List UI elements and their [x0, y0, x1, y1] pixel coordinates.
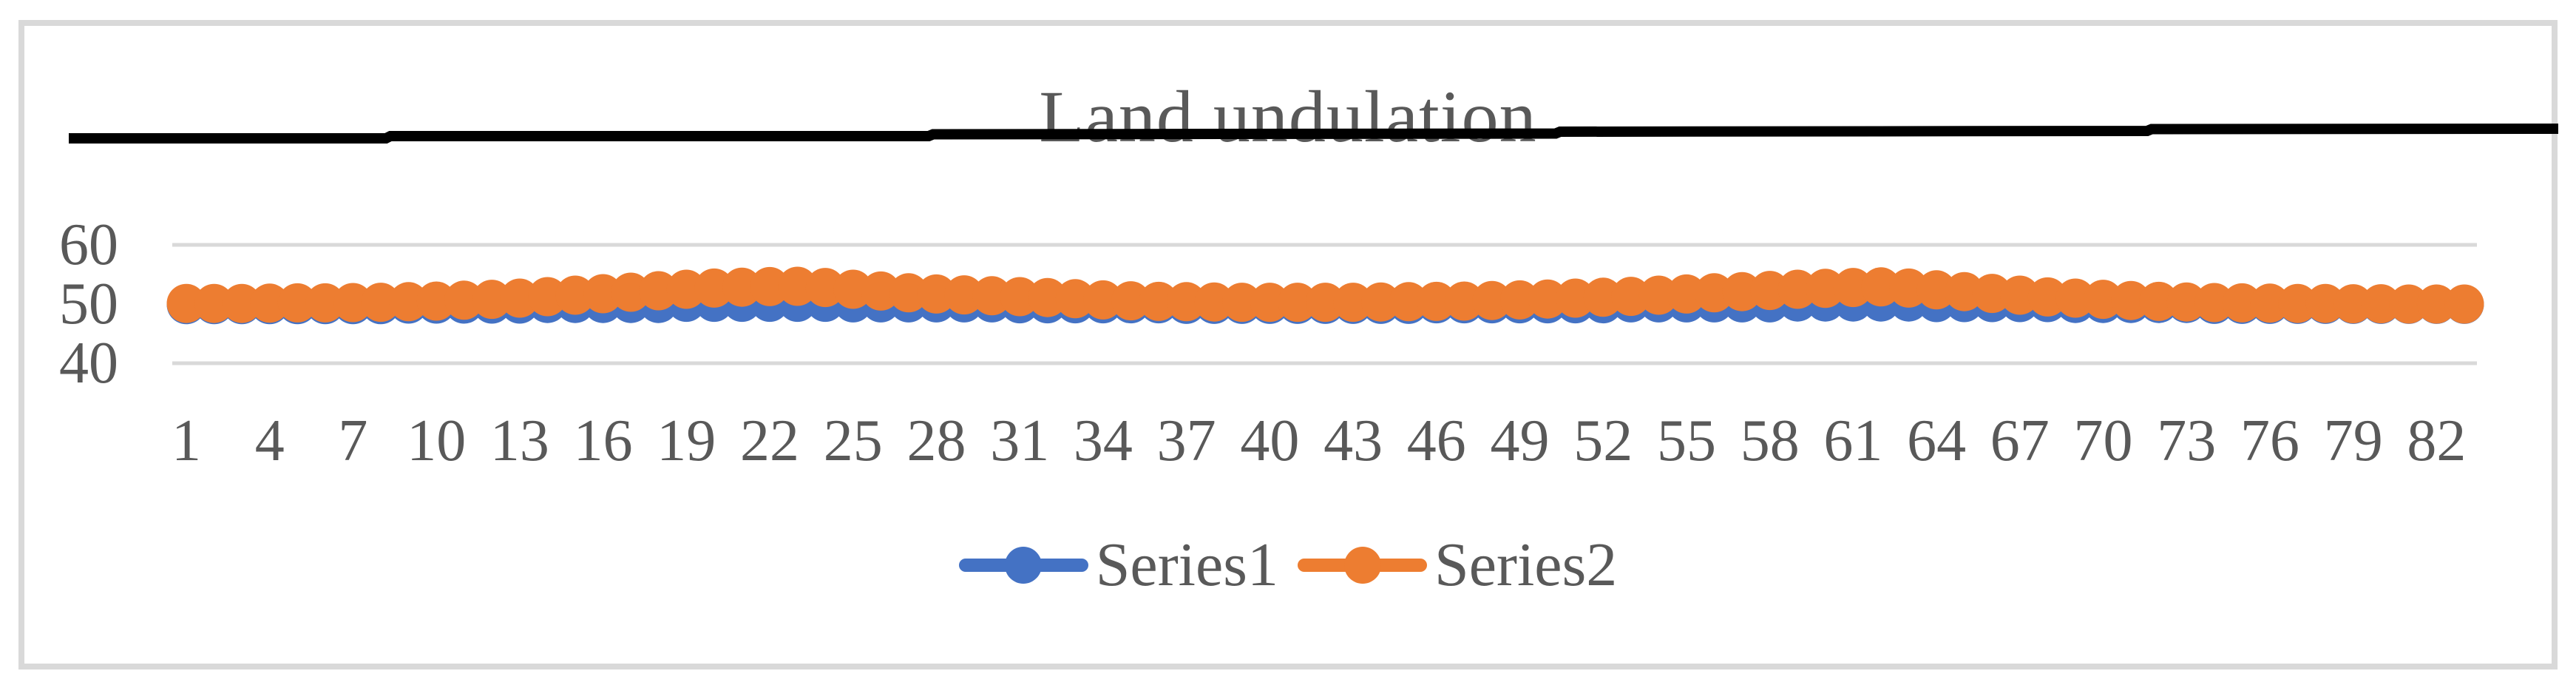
x-tick-label-37: 37 — [1156, 408, 1216, 473]
legend-marker-icon-series1 — [958, 547, 1088, 584]
x-tick-label-64: 64 — [1907, 408, 1967, 473]
x-tick-label-31: 31 — [990, 408, 1050, 473]
x-tick-label-67: 67 — [1990, 408, 2050, 473]
legend-marker-icon-series2 — [1298, 547, 1427, 584]
x-tick-label-16: 16 — [573, 408, 633, 473]
x-tick-label-43: 43 — [1323, 408, 1383, 473]
x-tick-label-61: 61 — [1823, 408, 1883, 473]
x-tick-label-19: 19 — [657, 408, 716, 473]
x-tick-label-58: 58 — [1740, 408, 1800, 473]
x-tick-label-22: 22 — [740, 408, 799, 473]
legend-item-series1: Series1 — [958, 530, 1278, 599]
x-tick-label-7: 7 — [338, 408, 368, 473]
legend-label: Series2 — [1434, 530, 1618, 599]
legend-dot-icon — [1343, 547, 1381, 584]
legend-item-series2: Series2 — [1298, 534, 1617, 596]
x-tick-label-34: 34 — [1073, 408, 1133, 473]
x-tick-label-40: 40 — [1240, 408, 1300, 473]
x-tick-label-55: 55 — [1657, 408, 1716, 473]
y-tick-label-40: 40 — [59, 331, 118, 396]
legend-dot-icon — [1005, 547, 1043, 584]
x-tick-label-79: 79 — [2323, 408, 2383, 473]
x-tick-label-73: 73 — [2157, 408, 2217, 473]
x-tick-label-52: 52 — [1573, 408, 1633, 473]
x-tick-label-70: 70 — [2073, 408, 2133, 473]
x-tick-label-49: 49 — [1490, 408, 1550, 473]
x-tick-label-28: 28 — [906, 408, 966, 473]
x-tick-label-25: 25 — [823, 408, 883, 473]
x-tick-label-10: 10 — [407, 408, 467, 473]
x-tick-label-76: 76 — [2240, 408, 2299, 473]
legend-label: Series1 — [1095, 530, 1278, 599]
x-tick-label-82: 82 — [2407, 408, 2467, 473]
x-tick-label-4: 4 — [254, 408, 285, 473]
x-tick-label-13: 13 — [489, 408, 549, 473]
y-tick-label-60: 60 — [59, 212, 118, 277]
x-tick-label-1: 1 — [172, 408, 201, 473]
chart-title: Land undulation — [1039, 75, 1537, 158]
x-tick-label-46: 46 — [1406, 408, 1466, 473]
y-tick-label-50: 50 — [59, 272, 118, 337]
